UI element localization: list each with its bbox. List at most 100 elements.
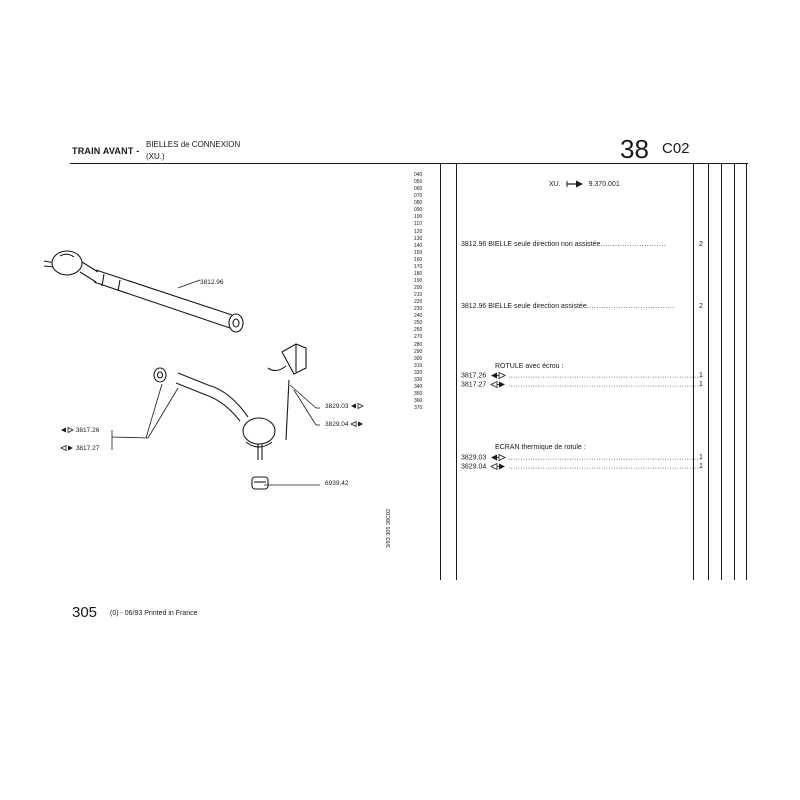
row-number: 360 <box>414 398 423 404</box>
row-number: 350 <box>414 390 423 397</box>
row-number: 060 <box>414 186 423 193</box>
entry-qty: 2 <box>699 241 703 248</box>
col-divider-rownum <box>440 163 441 580</box>
label-joint-left-text: 3817.26 <box>75 427 100 434</box>
entry-text: BIELLE seule direction non assistée <box>488 241 601 248</box>
row-number: 050 <box>414 179 423 186</box>
entry-rotule-left: 3817.26 ................................… <box>461 371 702 380</box>
entry-ecran-right: 3829.04 ................................… <box>461 462 702 471</box>
row-number: 210 <box>414 292 423 299</box>
label-shield-left-text: 3829.03 <box>325 403 349 410</box>
applicability-engine: XU. <box>549 180 561 188</box>
entry-dots: ........................................… <box>508 381 702 389</box>
section-title: TRAIN AVANT - <box>72 146 140 156</box>
row-number: 130 <box>414 235 423 242</box>
row-number: 300 <box>414 355 423 362</box>
row-number: 250 <box>414 320 423 327</box>
right-hand-arrow-icon <box>350 421 364 428</box>
vertical-plate-code: 3/93 305 38C02 <box>386 508 392 548</box>
row-number: 220 <box>414 299 423 306</box>
entry-qty: 1 <box>699 381 703 388</box>
row-number: 090 <box>414 207 423 214</box>
row-number: 280 <box>414 341 423 348</box>
row-number: 290 <box>414 348 423 355</box>
entry-ecran-left: 3829.03 ................................… <box>461 453 702 462</box>
entry-text: BIELLE seule direction assistée <box>488 303 587 310</box>
col-divider-3 <box>734 163 735 580</box>
col-divider-qty <box>693 163 694 580</box>
row-number: 160 <box>414 256 423 263</box>
footer-model-number: 305 <box>72 604 98 621</box>
section-engine: (XU.) <box>146 152 165 161</box>
header-rule <box>70 163 748 164</box>
row-number: 340 <box>414 383 423 390</box>
col-divider-2 <box>721 163 722 580</box>
row-number: 080 <box>414 200 423 207</box>
entry-dots: ........................................… <box>508 463 702 471</box>
rotule-heading: ROTULE avec écrou : <box>495 363 564 370</box>
ecran-heading: ECRAN thermique de rotule : <box>495 444 586 451</box>
group-number: 38 <box>620 134 649 164</box>
row-number: 110 <box>414 221 422 228</box>
row-number: 140 <box>414 242 423 249</box>
entry-ref: 3829.03 <box>461 454 487 462</box>
col-divider-1 <box>708 163 709 580</box>
entry-rotule-right: 3817.27 ................................… <box>461 380 702 389</box>
footer-print-info: (0) - 06/93 Printed in France <box>110 610 198 617</box>
track-rod-end-illustration <box>153 367 276 490</box>
label-nut: 6939.42 <box>325 480 349 487</box>
row-number: 240 <box>414 313 423 320</box>
label-shield-left: 3829.03 <box>325 403 365 410</box>
left-hand-arrow-icon <box>491 453 507 462</box>
label-rod: 3812.96 <box>200 279 224 286</box>
entry-dots: ........................................… <box>508 372 702 380</box>
label-joint-left: 3817.26 <box>60 427 99 434</box>
label-joint-right-text: 3817.27 <box>75 445 100 452</box>
entry-qty: 2 <box>699 303 703 310</box>
entry-ref: 3829.04 <box>461 463 487 471</box>
label-shield-right-text: 3829.04 <box>325 421 349 428</box>
entry-ref: 3812.96 <box>461 303 487 310</box>
row-number: 100 <box>414 214 423 221</box>
label-joint-right: 3817.27 <box>60 445 99 452</box>
from-serial-arrow-icon <box>566 180 583 188</box>
row-number: 120 <box>414 228 423 235</box>
entry-bielle-assistee: 3812.96 BIELLE seule direction assistée.… <box>461 303 675 310</box>
group-code: C02 <box>662 140 690 157</box>
entry-dots: .................................... <box>586 303 675 310</box>
label-shield-right: 3829.04 <box>325 421 364 428</box>
row-number: 150 <box>414 249 423 256</box>
exploded-parts-diagram <box>43 250 320 490</box>
entry-dots: ........................... <box>600 241 667 248</box>
heat-shield-illustration <box>267 343 307 441</box>
applicability-serial: 9.370.001 <box>588 180 620 188</box>
row-number: 370 <box>414 405 423 412</box>
entry-ref: 3812.96 <box>461 241 487 248</box>
row-number: 260 <box>414 327 423 334</box>
left-hand-arrow-icon <box>351 403 365 410</box>
right-hand-arrow-icon <box>490 380 506 389</box>
entry-dots: ........................................… <box>508 454 702 462</box>
col-divider-desc <box>456 163 457 580</box>
row-number: 270 <box>414 334 423 341</box>
row-number: 320 <box>414 369 423 376</box>
tie-rod-illustration <box>43 250 244 333</box>
col-divider-4 <box>746 163 747 580</box>
right-hand-arrow-icon <box>60 445 73 452</box>
entry-qty: 1 <box>699 463 703 470</box>
row-number-list: 040 050 060 070 080 090 100 110 120 130 … <box>414 172 438 412</box>
left-hand-arrow-icon <box>61 427 74 434</box>
row-number: 180 <box>414 270 423 277</box>
row-number: 170 <box>414 263 423 270</box>
row-number: 070 <box>414 193 423 200</box>
right-hand-arrow-icon <box>490 462 506 471</box>
row-number: 200 <box>414 285 423 291</box>
entry-qty: 1 <box>699 372 703 379</box>
entry-ref: 3817.27 <box>461 381 487 389</box>
applicability: XU. 9.370.001 <box>549 180 620 188</box>
row-number: 040 <box>414 172 423 178</box>
row-number: 310 <box>414 362 423 369</box>
entry-qty: 1 <box>699 454 703 461</box>
entry-ref: 3817.26 <box>461 372 487 380</box>
row-number: 330 <box>414 376 423 383</box>
